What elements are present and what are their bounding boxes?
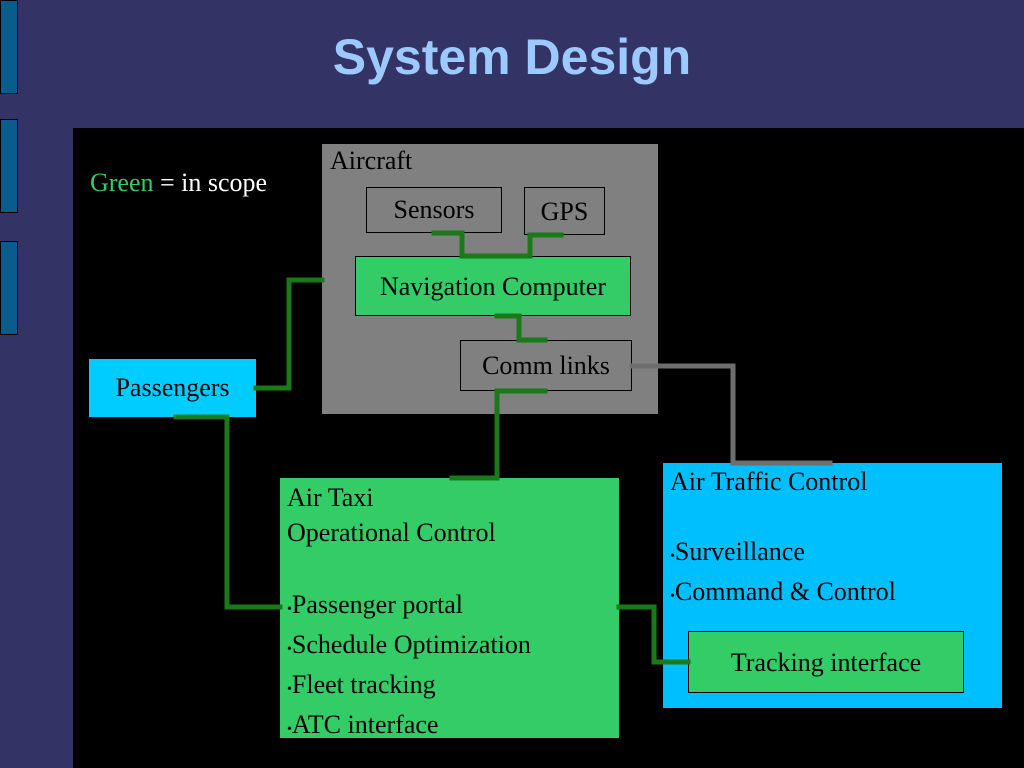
air-taxi-box: Air Taxi Operational Control •Passenger …: [280, 478, 619, 739]
connector-gps-nav: [497, 232, 564, 259]
gps-box: GPS: [524, 187, 605, 235]
bullet-icon: •: [287, 682, 292, 697]
air-taxi-item: •Fleet tracking: [287, 670, 436, 699]
comm-links-box: Comm links: [460, 340, 632, 391]
navigation-computer-label: Navigation Computer: [379, 272, 606, 301]
connector-passengers-taxi: [173, 414, 283, 610]
sensors-label: Sensors: [393, 195, 475, 224]
air-taxi-title-line1: Air Taxi: [287, 483, 374, 512]
atc-content: Air Traffic Control •Surveillance •Comma…: [670, 464, 896, 614]
atc-item: •Surveillance: [670, 537, 805, 566]
bullet-icon: •: [670, 549, 675, 564]
comm-links-label: Comm links: [482, 351, 610, 380]
bullet-icon: •: [287, 602, 292, 617]
bullet-icon: •: [287, 642, 292, 657]
side-tab-2: [0, 119, 18, 213]
connector-sensors-nav: [431, 230, 503, 259]
passengers-box: Passengers: [89, 359, 256, 417]
slide-title: System Design: [332, 29, 692, 85]
atc-title: Air Traffic Control: [670, 467, 868, 496]
passengers-label: Passengers: [115, 373, 230, 402]
legend-green-word: Green: [90, 168, 154, 197]
air-taxi-item: •ATC interface: [287, 710, 439, 739]
air-taxi-item: •Passenger portal: [287, 590, 464, 619]
connector-nav-comm: [494, 313, 548, 343]
connector-taxi-tracking: [616, 604, 691, 665]
air-taxi-title-line2: Operational Control: [287, 518, 496, 547]
legend-text: = in scope: [153, 168, 268, 197]
side-tab-1: [0, 0, 18, 94]
connector-comm-atc: [629, 363, 833, 466]
tracking-interface-box: Tracking interface: [688, 631, 964, 693]
connector-passengers-aircraft: [253, 277, 325, 391]
air-taxi-item: •Schedule Optimization: [287, 630, 531, 659]
legend: Green = in scope: [90, 168, 267, 198]
bullet-icon: •: [287, 722, 292, 737]
connector-comm-taxi: [449, 388, 548, 481]
sensors-box: Sensors: [366, 187, 502, 233]
side-tab-3: [0, 241, 18, 335]
tracking-interface-label: Tracking interface: [730, 648, 922, 677]
gps-label: GPS: [540, 197, 589, 226]
atc-item: •Command & Control: [670, 577, 896, 606]
aircraft-label: Aircraft: [330, 146, 413, 175]
air-taxi-content: Air Taxi Operational Control •Passenger …: [287, 480, 531, 747]
bullet-icon: •: [670, 589, 675, 604]
